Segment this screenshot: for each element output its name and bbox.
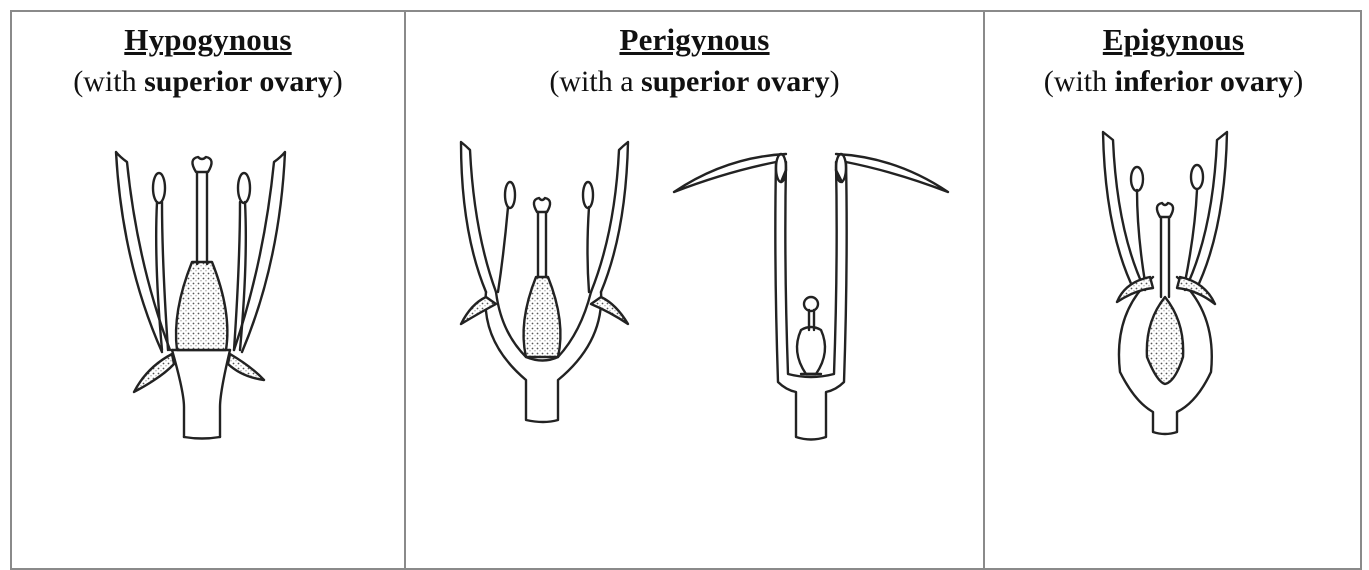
perigynous-flower-illustrations bbox=[406, 12, 983, 557]
diagram-frame: Hypogynous (with superior ovary) bbox=[10, 10, 1362, 570]
panel-hypogynous: Hypogynous (with superior ovary) bbox=[12, 12, 404, 568]
epigynous-flower-illustration bbox=[985, 12, 1362, 557]
panel-perigynous: Perigynous (with a superior ovary) bbox=[406, 12, 983, 568]
hypogynous-flower-illustration bbox=[12, 12, 404, 557]
panel-epigynous: Epigynous (with inferior ovary) bbox=[985, 12, 1362, 568]
